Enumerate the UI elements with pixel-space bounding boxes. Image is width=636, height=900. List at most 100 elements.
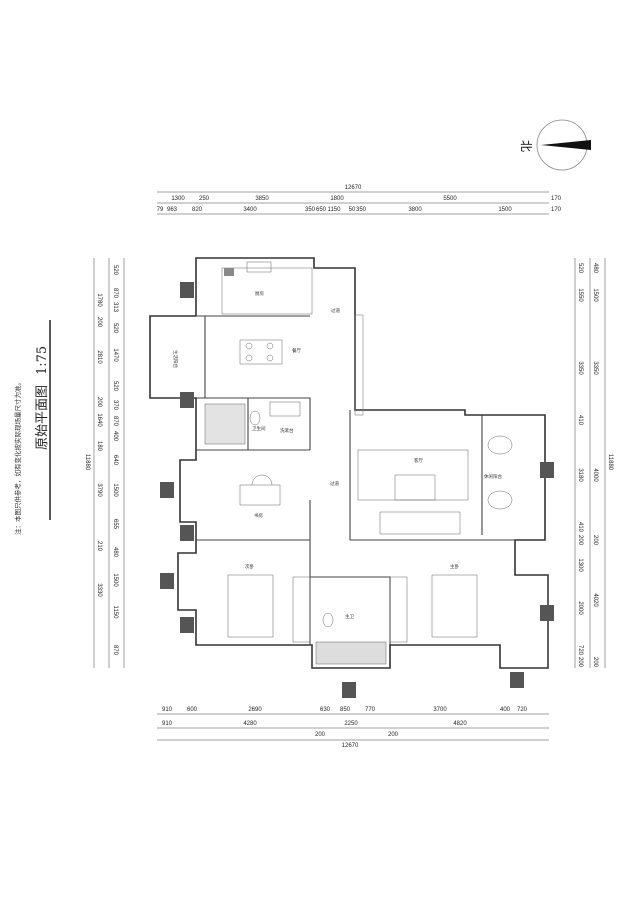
dim-top: 170 <box>551 196 562 202</box>
dim-right: 1300 <box>577 558 583 572</box>
drawing-note: 注：本图只供参考，如有变化按实际现场量尺寸为准。 <box>13 379 22 535</box>
shower <box>204 403 246 445</box>
dim-top: 963 <box>167 207 178 213</box>
dimension-lines <box>93 191 606 741</box>
room-corridor-top: 过道 <box>331 307 340 314</box>
dim-top-total: 12670 <box>345 185 362 191</box>
dim-top: 350 <box>305 207 316 213</box>
dim-right: 200 <box>577 657 583 668</box>
dim-right: 1500 <box>592 288 598 302</box>
window-markers <box>160 282 554 698</box>
dim-top: 1150 <box>328 207 342 213</box>
north-label: 北 <box>519 140 533 152</box>
wash-basin <box>269 401 301 417</box>
dim-bottom: 3700 <box>433 707 447 713</box>
dim-bottom: 2250 <box>344 721 358 727</box>
dim-bottom: 2690 <box>248 707 262 713</box>
wardrobe-master <box>389 576 408 643</box>
stove <box>246 261 272 273</box>
north-arrow: 北 <box>519 119 591 171</box>
dim-right: 2000 <box>577 601 583 615</box>
toilet-icon <box>249 410 261 426</box>
dim-bottom: 720 <box>517 707 528 713</box>
dim-left: 1640 <box>96 413 102 427</box>
dim-left: 313 <box>112 302 118 313</box>
dim-left: 200 <box>96 397 102 408</box>
dim-left: 520 <box>112 381 118 392</box>
cabinet <box>354 314 364 416</box>
desk <box>239 484 281 506</box>
dim-left: 480 <box>112 547 118 558</box>
dim-left: 3790 <box>96 483 102 497</box>
room-corridor-mid: 过道 <box>330 480 339 487</box>
dim-left: 1500 <box>112 483 118 497</box>
room-living: 客厅 <box>414 457 423 464</box>
dim-right: 200 <box>592 657 598 668</box>
sink <box>224 268 234 276</box>
dim-bottom: 400 <box>500 707 511 713</box>
dim-bottom-total: 12670 <box>342 743 359 749</box>
dim-bottom: 200 <box>315 732 326 738</box>
dim-bottom: 200 <box>388 732 399 738</box>
dim-top: 170 <box>551 207 562 213</box>
dim-left: 400 <box>112 431 118 442</box>
dim-right: 4020 <box>592 593 598 607</box>
dim-left: 1470 <box>112 348 118 362</box>
dim-left: 210 <box>96 541 102 552</box>
title-block: 原始平面图 1:75 注：本图只供参考，如有变化按实际现场量尺寸为准。 <box>13 320 51 535</box>
dim-left: 640 <box>112 455 118 466</box>
dim-left: 520 <box>112 323 118 334</box>
dim-left: 870 <box>112 416 118 427</box>
dim-bottom: 770 <box>365 707 376 713</box>
room-master-bath: 主卫 <box>345 613 354 620</box>
dim-right: 480 <box>592 263 598 274</box>
dim-bottom: 4280 <box>243 721 257 727</box>
drawing-scale: 1:75 <box>35 346 50 375</box>
dim-bottom: 910 <box>162 707 173 713</box>
dim-top: 50 <box>349 207 356 213</box>
dining-table <box>239 339 283 365</box>
room-study: 书房 <box>254 512 263 519</box>
room-master-bedroom: 主卧 <box>450 563 459 570</box>
dim-top: 1500 <box>498 207 512 213</box>
bathtub <box>315 641 387 665</box>
dim-left: 180 <box>96 441 102 452</box>
room-labels: 厨房 餐厅 过道 生活阳台 卫生间 洗漱台 书房 过道 客厅 休闲阳台 次卧 主… <box>172 290 502 620</box>
dim-bottom: 910 <box>162 721 173 727</box>
dim-right: 1550 <box>577 288 583 302</box>
room-kitchen: 厨房 <box>255 290 264 297</box>
dim-right-total: 11880 <box>607 454 613 471</box>
dim-left: 2810 <box>96 350 102 364</box>
dim-left: 520 <box>112 265 118 276</box>
drawing-title: 原始平面图 <box>35 385 50 450</box>
dim-left: 1780 <box>96 293 102 307</box>
dim-right: 200 <box>577 535 583 546</box>
dim-top: 250 <box>199 196 210 202</box>
dim-right: 3350 <box>592 361 598 375</box>
chair <box>251 474 273 486</box>
kitchen-counter <box>221 267 313 315</box>
dim-right: 3180 <box>577 468 583 482</box>
room-washroom: 洗漱台 <box>280 427 294 434</box>
dim-top: 79 <box>157 207 164 213</box>
dim-right: 4000 <box>592 468 598 482</box>
dim-bottom: 600 <box>187 707 198 713</box>
dim-bottom: 630 <box>320 707 331 713</box>
dim-top: 3400 <box>243 207 257 213</box>
dim-left: 1150 <box>112 606 118 620</box>
dim-right: 3350 <box>577 361 583 375</box>
walls <box>149 257 549 669</box>
dim-top: 3800 <box>408 207 422 213</box>
dim-right: 410 <box>577 415 583 426</box>
room-toilet: 卫生间 <box>252 425 266 432</box>
dim-top: 650 <box>316 207 327 213</box>
dim-left: 370 <box>112 400 118 411</box>
dim-left: 655 <box>112 519 118 530</box>
wardrobe-second <box>292 576 311 643</box>
dim-right: 720 <box>577 645 583 656</box>
sofa <box>379 511 461 535</box>
dim-left: 3330 <box>96 583 102 597</box>
tv-rug <box>394 474 436 501</box>
